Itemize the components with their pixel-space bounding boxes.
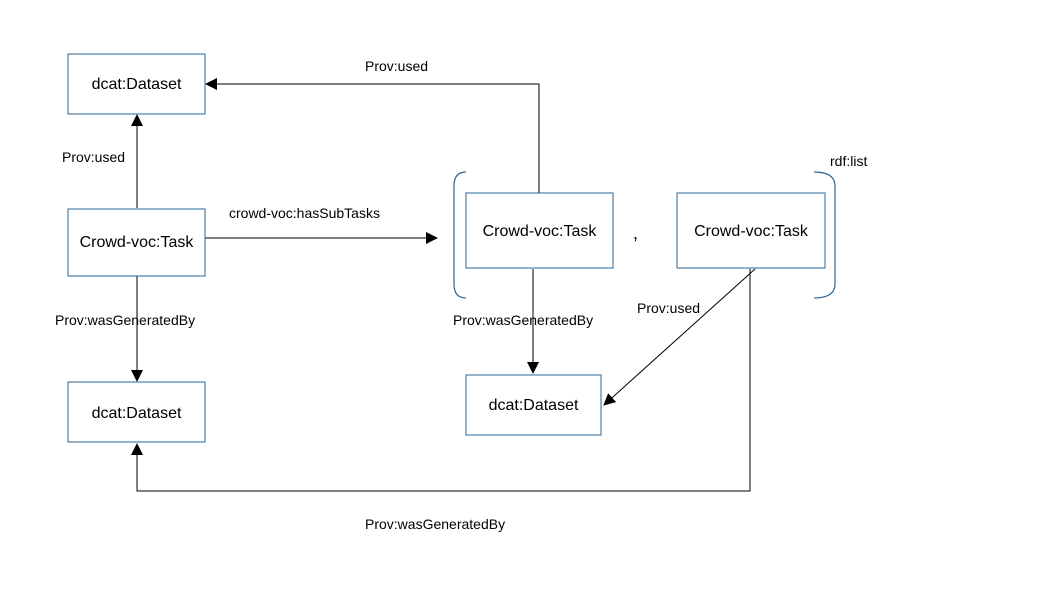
edge-subtask1-used-top-dataset	[205, 78, 540, 193]
list-separator: ,	[633, 223, 638, 243]
node-dataset-mid[interactable]: dcat:Dataset	[465, 374, 602, 436]
node-task-main[interactable]: Crowd-voc:Task	[67, 208, 206, 277]
edge-subtask2-used-mid-dataset	[603, 268, 756, 406]
node-label: Crowd-voc:Task	[694, 223, 809, 240]
list-bracket-left	[453, 171, 467, 299]
node-label: dcat:Dataset	[92, 76, 182, 93]
node-label: dcat:Dataset	[489, 397, 579, 414]
edge-label-subtask1-generated-mid: Prov:wasGeneratedBy	[453, 312, 593, 328]
edge-subtask2-generated-bottom-dataset	[131, 269, 751, 492]
edge-label-subtask1-used-top: Prov:used	[365, 58, 428, 74]
edge-label-task-used-top: Prov:used	[62, 149, 125, 165]
node-dataset-bottom[interactable]: dcat:Dataset	[67, 381, 206, 443]
edge-label-has-subtasks: crowd-voc:hasSubTasks	[229, 205, 380, 221]
node-dataset-top[interactable]: dcat:Dataset	[67, 53, 206, 115]
node-subtask-2[interactable]: Crowd-voc:Task	[676, 192, 826, 269]
list-bracket-right	[813, 171, 836, 299]
node-label: Crowd-voc:Task	[80, 234, 195, 251]
edge-label-subtask2-generated-bottom: Prov:wasGeneratedBy	[365, 516, 505, 532]
node-label: Crowd-voc:Task	[483, 223, 598, 240]
list-label: rdf:list	[830, 153, 867, 169]
node-label: dcat:Dataset	[92, 405, 182, 422]
edge-label-subtask2-used-mid: Prov:used	[637, 300, 700, 316]
edge-label-task-generated-bottom: Prov:wasGeneratedBy	[55, 312, 195, 328]
node-subtask-1[interactable]: Crowd-voc:Task	[465, 192, 614, 269]
